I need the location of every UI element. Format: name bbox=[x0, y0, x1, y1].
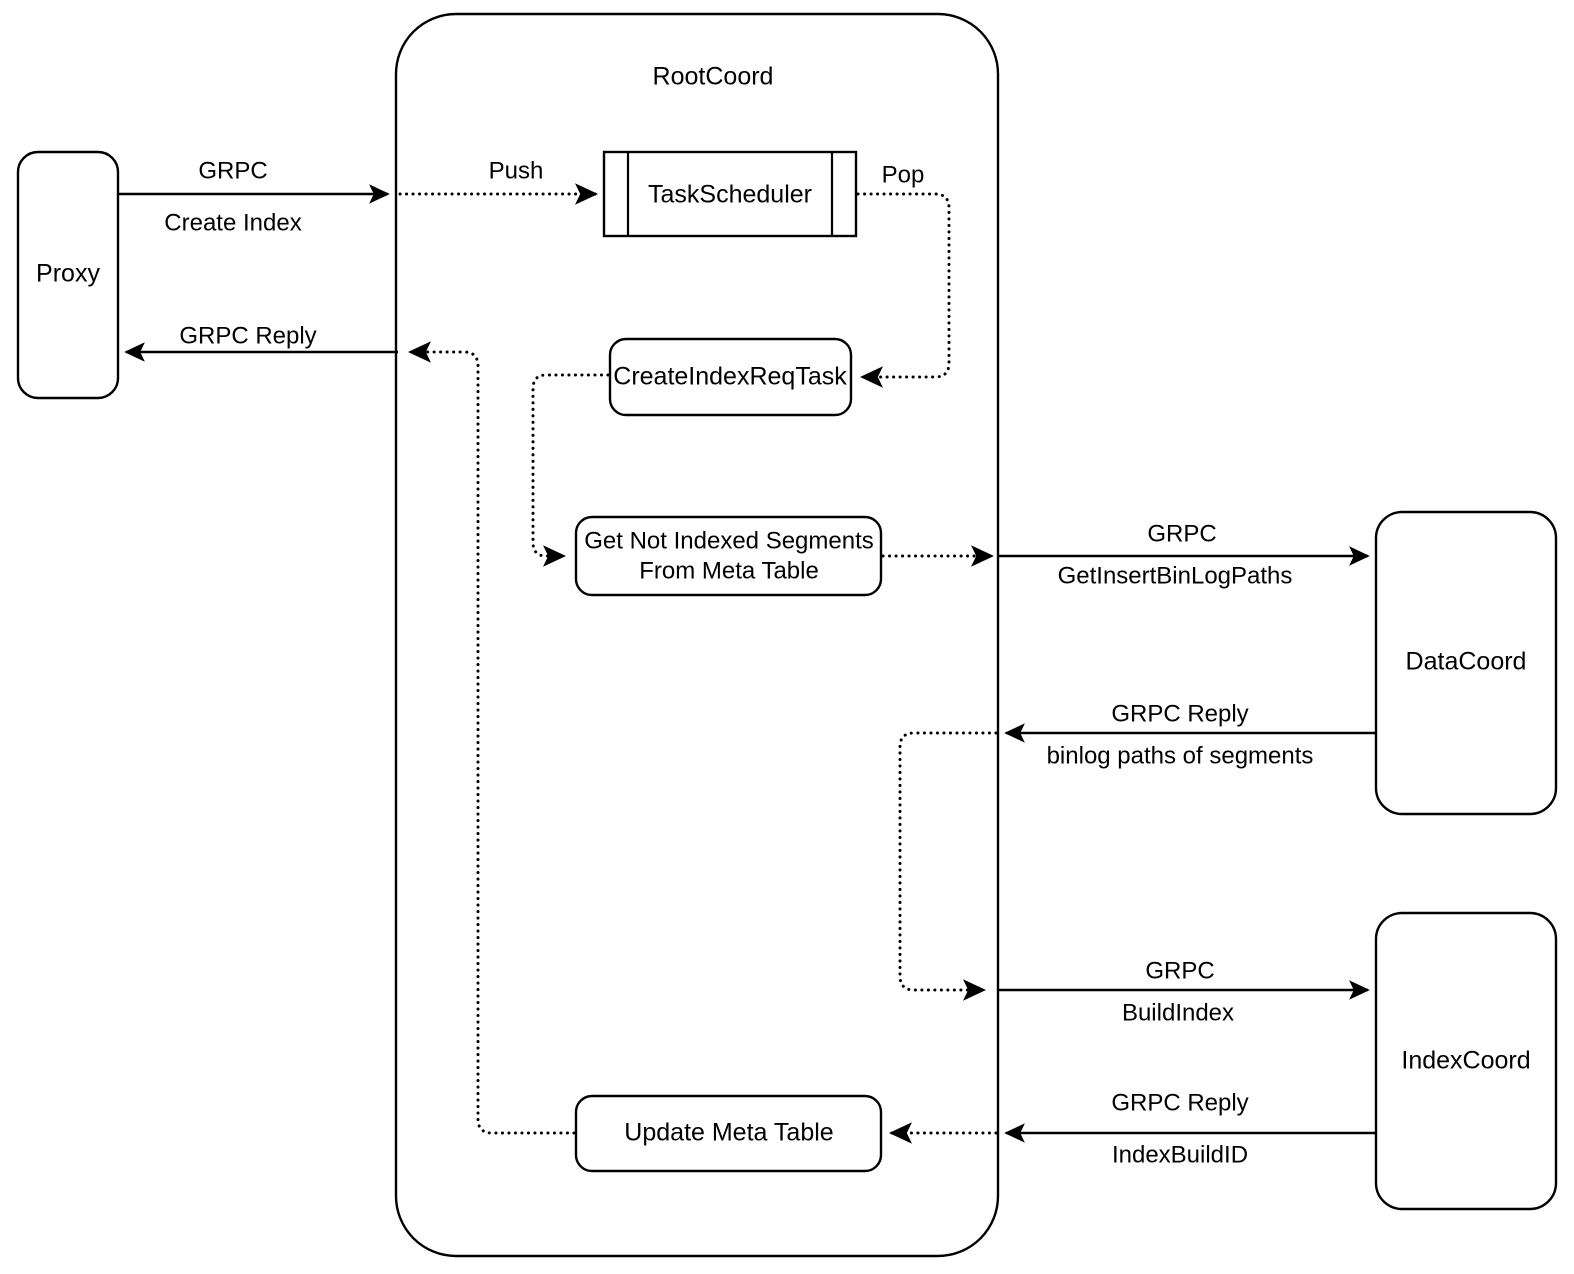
datacoord-label: DataCoord bbox=[1406, 648, 1527, 676]
get-not-indexed-segments-label-line2: From Meta Table bbox=[639, 557, 819, 584]
edge-indexcoord-to-rootcoord-label-2: IndexBuildID bbox=[1112, 1141, 1248, 1168]
edge-proxy-to-rootcoord[interactable]: GRPC Create Index bbox=[118, 157, 390, 236]
node-update-meta-table[interactable]: Update Meta Table bbox=[574, 1094, 883, 1173]
edge-rootcoord-to-datacoord-label-2: GetInsertBinLogPaths bbox=[1058, 562, 1293, 589]
update-meta-table-shape bbox=[574, 1094, 883, 1173]
edge-createindexreqtask-to-getsegments[interactable] bbox=[531, 373, 610, 567]
task-scheduler-shape bbox=[602, 150, 858, 238]
edge-updatemeta-to-boundary-line bbox=[408, 341, 576, 1135]
edge-indexcoord-to-rootcoord[interactable]: GRPC Reply IndexBuildID bbox=[1004, 1089, 1376, 1168]
edge-datacoord-to-rootcoord-label-1: GRPC Reply bbox=[1111, 700, 1248, 727]
edge-push-label: Push bbox=[489, 157, 544, 184]
edge-indexcoord-to-rootcoord-label-1: GRPC Reply bbox=[1111, 1089, 1248, 1116]
get-not-indexed-segments-label-line1: Get Not Indexed Segments bbox=[584, 527, 874, 554]
edge-rootcoord-to-indexcoord-label-2: BuildIndex bbox=[1122, 999, 1234, 1026]
indexcoord-label: IndexCoord bbox=[1401, 1047, 1530, 1075]
proxy-label: Proxy bbox=[36, 260, 100, 288]
edge-rootcoord-to-proxy-label-1: GRPC Reply bbox=[179, 322, 316, 349]
node-datacoord[interactable]: DataCoord bbox=[1374, 510, 1558, 816]
edge-createindexreqtask-to-getsegments-line bbox=[531, 373, 610, 567]
edge-push[interactable]: Push bbox=[398, 157, 598, 205]
task-scheduler-label: TaskScheduler bbox=[648, 181, 812, 209]
create-index-req-task-shape bbox=[608, 337, 853, 417]
rootcoord-container[interactable]: RootCoord bbox=[394, 12, 1000, 1258]
node-get-not-indexed-segments[interactable]: Get Not Indexed Segments From Meta Table bbox=[574, 515, 883, 597]
indexcoord-shape bbox=[1374, 911, 1558, 1211]
node-create-index-req-task[interactable]: CreateIndexReqTask bbox=[608, 337, 853, 417]
edge-datacoord-to-rootcoord[interactable]: GRPC Reply binlog paths of segments bbox=[1004, 700, 1376, 769]
edge-rootcoord-to-indexcoord-label-1: GRPC bbox=[1145, 957, 1214, 984]
edge-pop[interactable]: Pop bbox=[856, 161, 951, 388]
edge-internal-reply-to-buildindex-line bbox=[898, 731, 998, 1001]
get-not-indexed-segments-shape bbox=[574, 515, 883, 597]
edge-pop-line bbox=[856, 192, 951, 388]
node-indexcoord[interactable]: IndexCoord bbox=[1374, 911, 1558, 1211]
create-index-req-task-label: CreateIndexReqTask bbox=[613, 363, 847, 391]
edge-rootcoord-to-datacoord-label-1: GRPC bbox=[1147, 520, 1216, 547]
node-task-scheduler[interactable]: TaskScheduler bbox=[602, 150, 858, 238]
proxy-shape bbox=[16, 150, 120, 400]
edge-rootcoord-to-proxy[interactable]: GRPC Reply bbox=[124, 322, 398, 362]
edge-proxy-to-rootcoord-label-2: Create Index bbox=[164, 209, 301, 236]
rootcoord-title: RootCoord bbox=[653, 63, 774, 91]
edge-proxy-to-rootcoord-label-1: GRPC bbox=[198, 157, 267, 184]
rootcoord-container-shape bbox=[394, 12, 1000, 1258]
edge-pop-label: Pop bbox=[882, 161, 925, 188]
edge-rootcoord-to-indexcoord[interactable]: GRPC BuildIndex bbox=[998, 957, 1370, 1026]
edge-datacoord-to-rootcoord-label-2: binlog paths of segments bbox=[1047, 742, 1314, 769]
edge-rootcoord-to-datacoord[interactable]: GRPC GetInsertBinLogPaths bbox=[998, 520, 1370, 589]
edge-internal-reply-to-buildindex[interactable] bbox=[898, 731, 998, 1001]
node-proxy[interactable]: Proxy bbox=[16, 150, 120, 400]
datacoord-shape bbox=[1374, 510, 1558, 816]
edge-updatemeta-to-boundary[interactable] bbox=[408, 341, 576, 1135]
update-meta-table-label: Update Meta Table bbox=[624, 1119, 833, 1147]
